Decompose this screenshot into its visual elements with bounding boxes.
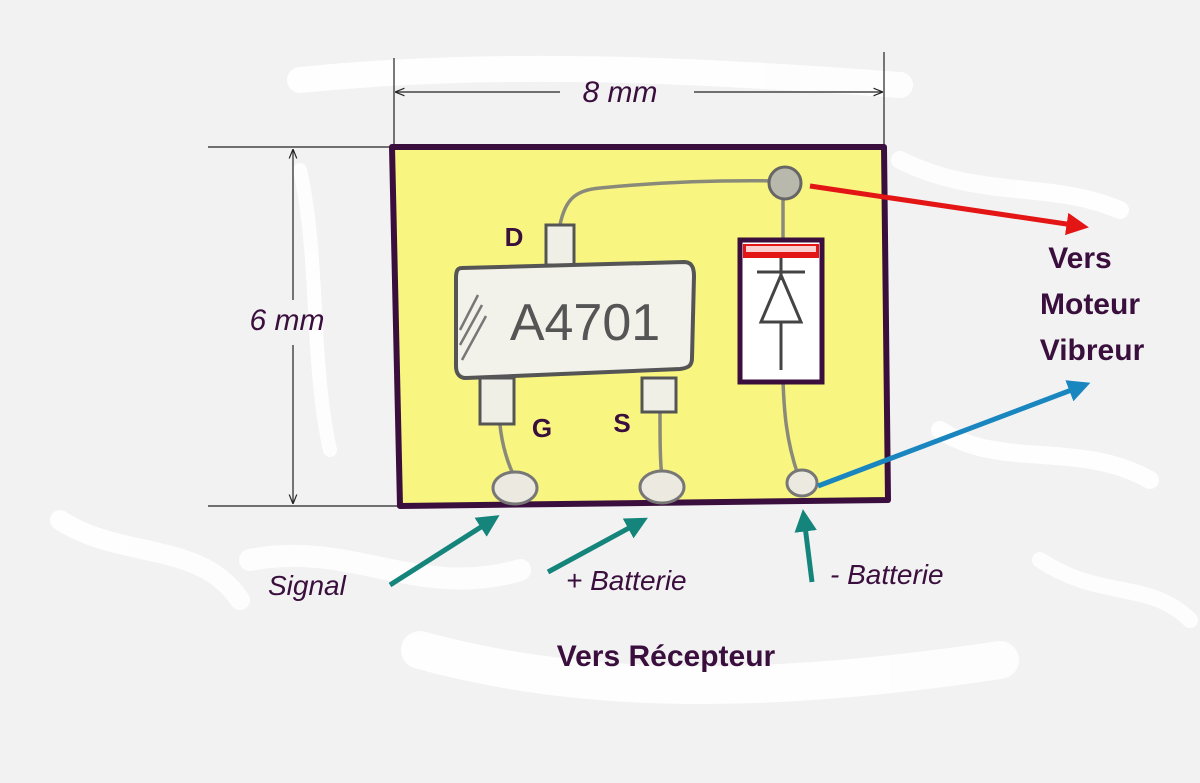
- source-leg: [640, 376, 678, 414]
- drain-label: D: [505, 222, 524, 252]
- signal-arrow: [388, 515, 500, 588]
- motor-negative-arrow: [817, 380, 1091, 489]
- plus-battery-label: + Batterie: [566, 565, 687, 596]
- motor-label-line3: Vibreur: [1040, 334, 1145, 367]
- source-pad: [638, 469, 686, 505]
- motor-label-line2: Moteur: [1040, 288, 1140, 321]
- chip-marking: A4701: [510, 294, 660, 352]
- minus-battery-label: - Batterie: [830, 559, 944, 590]
- diode-icon: [737, 237, 825, 385]
- motor-label-line1: Vers: [1048, 242, 1111, 275]
- receiver-label: Vers Récepteur: [557, 640, 776, 673]
- width-label: 8 mm: [583, 76, 658, 109]
- gate-leg: [478, 376, 516, 426]
- height-label: 6 mm: [250, 304, 325, 337]
- pin1-marker: [458, 294, 488, 361]
- transistor: A4701: [454, 223, 697, 426]
- motor-label: Vers Moteur Vibreur: [1040, 242, 1145, 367]
- motor-positive-pad: [767, 165, 803, 201]
- gate-label: G: [532, 413, 552, 443]
- minus-battery-arrow: [794, 509, 817, 583]
- signal-label: Signal: [268, 570, 347, 601]
- source-label: S: [613, 408, 630, 438]
- motor-negative-pad: [785, 468, 819, 498]
- background-sketch: [50, 55, 1198, 704]
- transistor-body: [454, 259, 697, 381]
- motor-positive-arrow: [809, 183, 1089, 236]
- plus-battery-arrow: [546, 517, 648, 575]
- height-dimension: [208, 146, 400, 507]
- width-dimension: [393, 52, 885, 148]
- drain-leg: [544, 223, 576, 267]
- gate-pad: [491, 470, 539, 506]
